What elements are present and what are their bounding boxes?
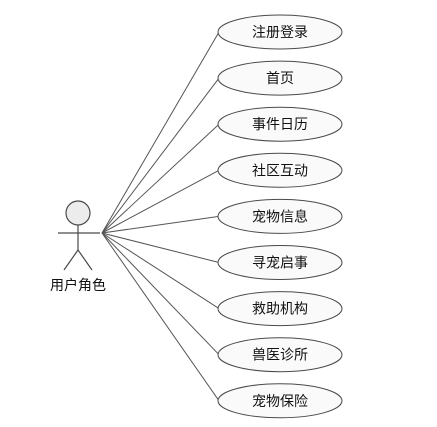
use-case-label: 寻宠启事 <box>252 256 308 272</box>
association-lines <box>101 31 220 402</box>
actor-head <box>65 200 91 226</box>
association-line <box>101 232 220 310</box>
actor-right-leg <box>77 249 93 271</box>
use-case-label: 宠物保险 <box>252 394 308 410</box>
use-case-5: 宠物信息 <box>217 198 343 234</box>
use-case-4: 社区互动 <box>217 152 343 188</box>
actor-label: 用户角色 <box>50 277 106 294</box>
use-case-7: 救助机构 <box>217 291 343 327</box>
use-case-label: 兽医诊所 <box>252 348 308 364</box>
association-line <box>101 215 220 234</box>
use-case-label: 事件日历 <box>252 117 308 133</box>
use-case-label: 首页 <box>266 71 294 87</box>
use-case-6: 寻宠启事 <box>217 245 343 280</box>
use-case-ellipse <box>217 291 343 327</box>
association-line <box>101 77 220 234</box>
use-case-9: 宠物保险 <box>217 383 343 419</box>
use-case-ellipse <box>217 337 343 373</box>
association-line <box>101 123 220 234</box>
use-case-label: 注册登录 <box>252 25 308 41</box>
use-case-1: 注册登录 <box>217 14 343 50</box>
actor-user-role: 用户角色 <box>50 200 106 294</box>
use-case-ellipse <box>217 60 343 96</box>
association-line <box>101 232 220 263</box>
association-line <box>101 169 220 234</box>
use-case-3: 事件日历 <box>217 106 343 142</box>
association-line <box>101 232 220 402</box>
use-case-ellipse <box>217 14 343 50</box>
use-case-ellipse <box>217 198 343 234</box>
use-case-ellipse <box>217 152 343 188</box>
use-case-ellipse <box>217 383 343 419</box>
use-case-ellipse <box>217 106 343 142</box>
use-case-label: 救助机构 <box>252 302 308 318</box>
use-case-ellipse <box>217 245 343 280</box>
use-case-label: 宠物信息 <box>252 208 308 225</box>
use-case-2: 首页 <box>217 60 343 96</box>
use-case-label: 社区互动 <box>252 163 308 179</box>
use-case-8: 兽医诊所 <box>217 337 343 373</box>
association-line <box>101 232 220 356</box>
actor-left-leg <box>63 249 79 271</box>
association-line <box>101 31 220 234</box>
